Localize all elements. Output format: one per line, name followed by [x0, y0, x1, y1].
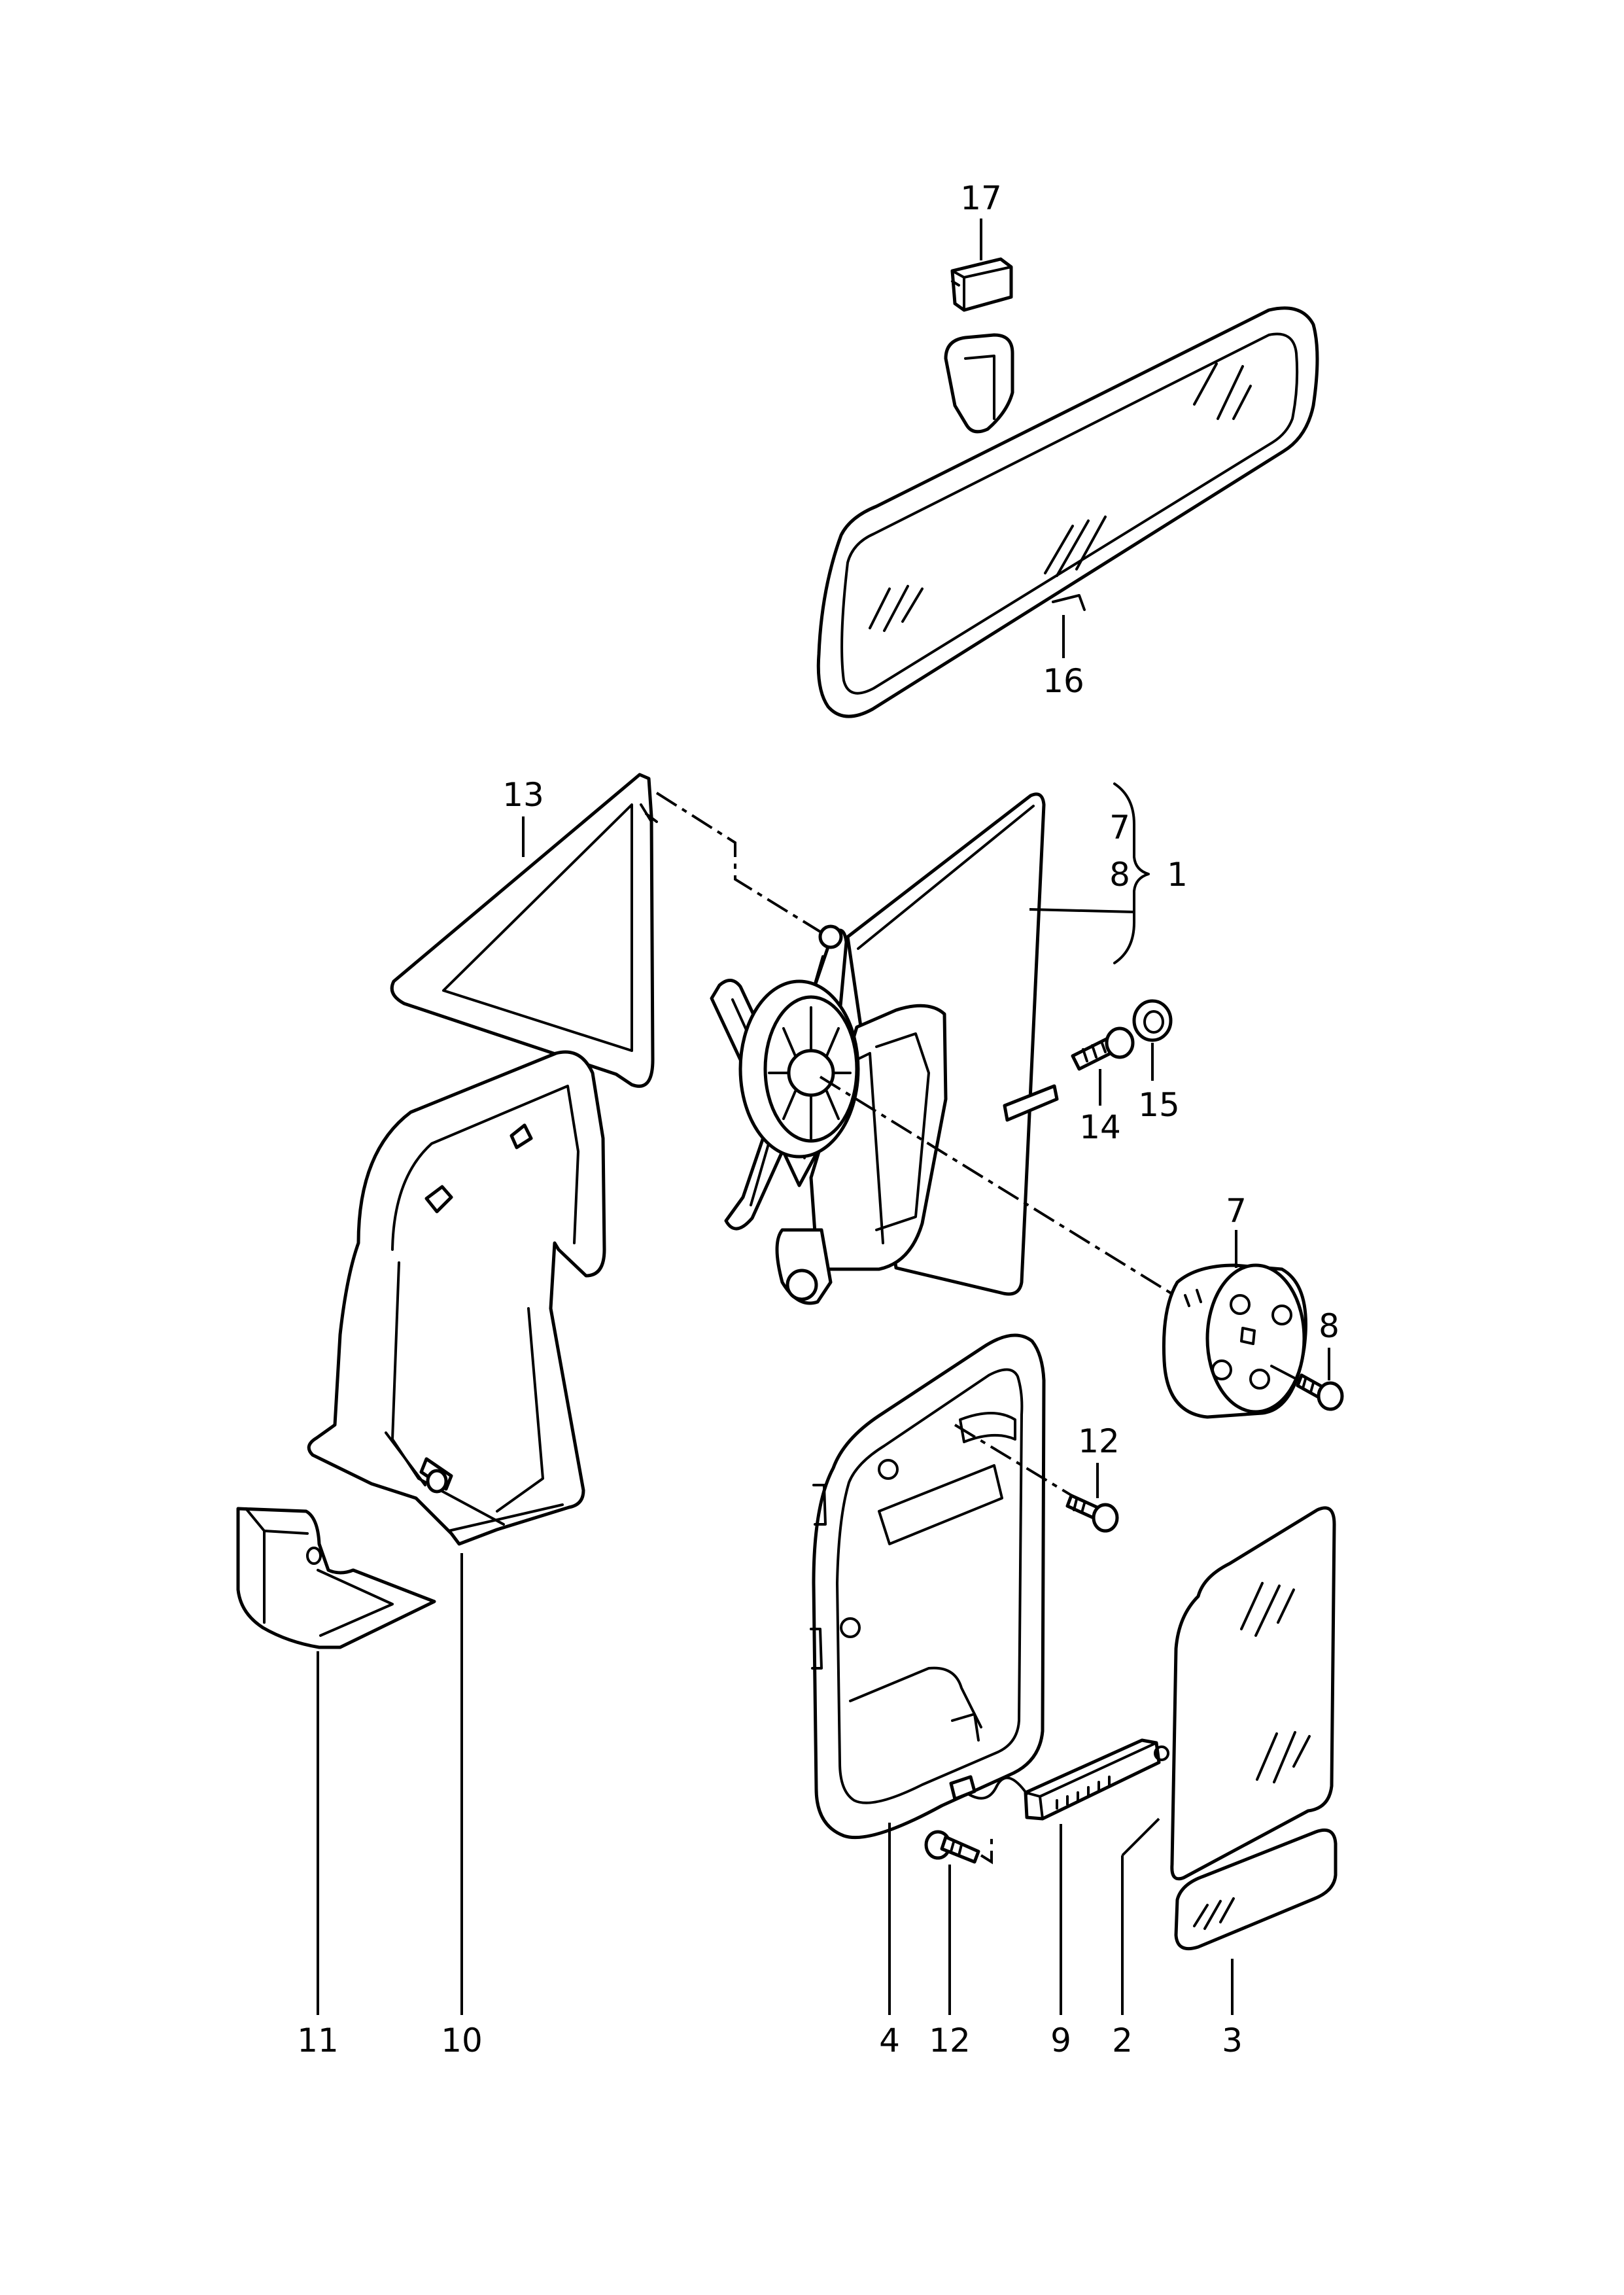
part-2-mirror-glass: [1170, 1506, 1336, 1881]
assembly-line-7: [819, 1076, 1186, 1303]
part-14-bolt: [1071, 1026, 1135, 1071]
part-16-interior-mirror: [816, 306, 1319, 718]
part-3-wide-angle-glass: [1174, 1828, 1338, 1951]
callout-12-bolt: 12: [1078, 1422, 1120, 1460]
callout-7-group: 7: [1109, 809, 1130, 847]
callout-14: 14: [1079, 1108, 1121, 1146]
part-9-turn-signal: [949, 1738, 1169, 1821]
callout-2: 2: [1112, 2022, 1133, 2059]
callout-9: 9: [1050, 2022, 1071, 2059]
part-12-bolt-upper: [1065, 1494, 1119, 1533]
callout-8-group: 8: [1109, 856, 1130, 894]
part-4-housing-frame: [810, 1333, 1046, 1840]
part-15-washer: [1132, 999, 1173, 1042]
callout-16: 16: [1043, 662, 1084, 700]
callout-13: 13: [502, 776, 544, 814]
callout-15: 15: [1138, 1086, 1180, 1124]
part-13-triangle-trim: [390, 773, 658, 1088]
part-12-bolt-lower: [924, 1830, 993, 1865]
callout-12-lower: 12: [929, 2022, 971, 2059]
callout-17: 17: [960, 179, 1002, 217]
callout-10: 10: [441, 2022, 483, 2059]
leader-1: [1029, 908, 1135, 913]
callout-8: 8: [1319, 1307, 1339, 1345]
callout-1: 1: [1167, 856, 1188, 894]
assembly-line-13: [655, 792, 832, 939]
assembly-line-12: [954, 1424, 1082, 1502]
part-1-mirror-assembly: [710, 792, 1059, 1305]
callout-7: 7: [1226, 1192, 1247, 1230]
part-11-lower-cover: [236, 1507, 436, 1649]
brace-1: [1113, 782, 1150, 964]
part-10-base-cover: [307, 1050, 606, 1546]
part-7-carrier-plate: [1162, 1263, 1307, 1419]
part-8-screw: [1270, 1365, 1344, 1411]
callout-11: 11: [297, 2022, 339, 2059]
part-17-clip: [950, 257, 1013, 312]
callout-4: 4: [879, 2022, 900, 2059]
leader-2: [1121, 1817, 1160, 1857]
callout-3: 3: [1222, 2022, 1243, 2059]
